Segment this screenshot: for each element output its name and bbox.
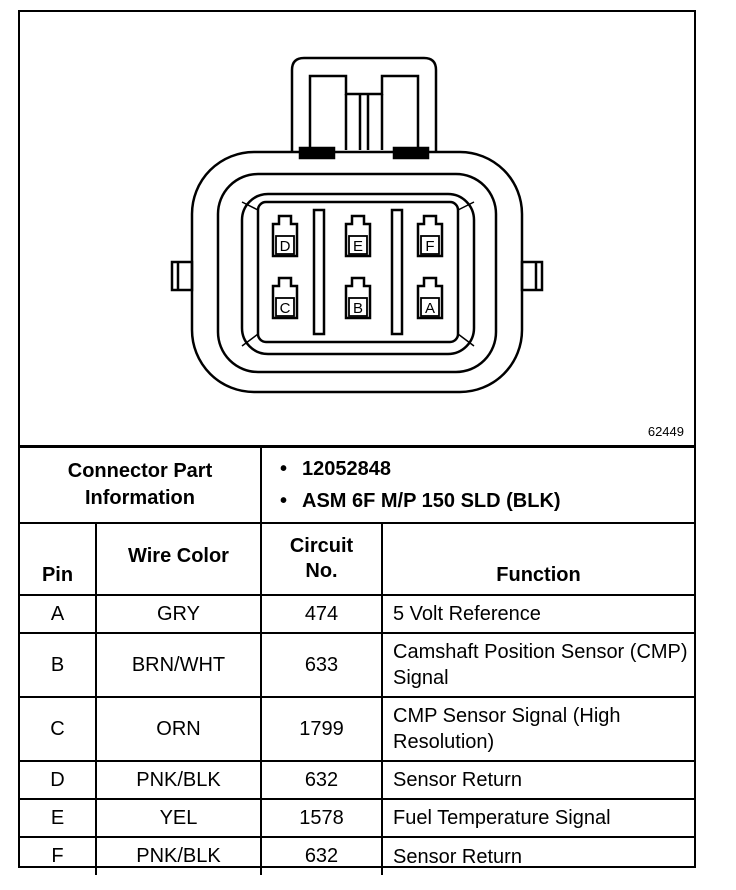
table-row: B BRN/WHT 633 Camshaft Position Sensor (… [20, 632, 694, 698]
table-row: A GRY 474 5 Volt Reference [20, 594, 694, 634]
function-cell: Fuel Temperature Signal [381, 798, 694, 838]
wire-color-cell: PNK/BLK [95, 836, 262, 875]
latch-tongue [344, 94, 384, 150]
part-description: ASM 6F M/P 150 SLD (BLK) [302, 485, 694, 517]
circuit-cell: 474 [260, 594, 383, 634]
pin-d-shape [271, 214, 299, 258]
pin-cell: F [20, 836, 97, 875]
table-row: F PNK/BLK 632 Sensor Return [20, 836, 694, 875]
connector-sheet: D E F C B A 62449 Connector Part Informa… [18, 10, 696, 875]
pin-cell: E [20, 798, 97, 838]
connector-part-info: 12052848 ASM 6F M/P 150 SLD (BLK) [260, 448, 694, 522]
pin-cell: B [20, 632, 97, 698]
pin-cell: A [20, 594, 97, 634]
housing-inner [240, 192, 476, 356]
function-cell: Sensor Return [381, 760, 694, 800]
wire-color-cell: BRN/WHT [95, 632, 262, 698]
pin-cell: D [20, 760, 97, 800]
side-tab-left [170, 260, 194, 292]
header-row: Pin Wire Color Circuit No. Function [20, 522, 694, 596]
function-cell: 5 Volt Reference [381, 594, 694, 634]
wire-color-cell: PNK/BLK [95, 760, 262, 800]
pin-f-shape [416, 214, 444, 258]
pin-label-f: F [425, 238, 434, 255]
latch-inner [308, 74, 420, 150]
pin-c-shape [271, 276, 299, 320]
connector-drawing: D E F C B A [170, 56, 544, 394]
header-circuit: Circuit No. [260, 522, 383, 596]
connector-figure: D E F C B A 62449 [20, 12, 694, 448]
pin-label-b: B [353, 300, 363, 317]
circuit-cell: 632 [260, 836, 383, 875]
connector-part-label: Connector Part Information [20, 448, 262, 522]
side-tab-right [520, 260, 544, 292]
separator-right [390, 208, 404, 336]
housing-middle [216, 172, 498, 374]
separator-left [312, 208, 326, 336]
latch-outer [290, 56, 438, 152]
wire-color-cell: GRY [95, 594, 262, 634]
header-wire-color: Wire Color [95, 522, 262, 596]
header-function: Function [381, 522, 694, 596]
function-cell: Sensor Return [381, 836, 694, 875]
part-number: 12052848 [302, 453, 694, 485]
circuit-cell: 1578 [260, 798, 383, 838]
circuit-cell: 1799 [260, 696, 383, 762]
table-row: C ORN 1799 CMP Sensor Signal (High Resol… [20, 696, 694, 762]
wire-color-cell: YEL [95, 798, 262, 838]
wire-color-cell: ORN [95, 696, 262, 762]
function-cell: Camshaft Position Sensor (CMP) Signal [381, 632, 694, 698]
table-row: E YEL 1578 Fuel Temperature Signal [20, 798, 694, 838]
circuit-cell: 633 [260, 632, 383, 698]
table-row: D PNK/BLK 632 Sensor Return [20, 760, 694, 800]
header-pin: Pin [20, 522, 97, 596]
pin-label-e: E [353, 238, 363, 255]
pin-cell: C [20, 696, 97, 762]
pin-b-shape [344, 276, 372, 320]
pinout-table: Connector Part Information 12052848 ASM … [20, 448, 694, 522]
pin-e-shape [344, 214, 372, 258]
pin-cavity [256, 200, 460, 344]
pin-a-shape [416, 276, 444, 320]
pinout-detail-table: Pin Wire Color Circuit No. Function A GR… [20, 522, 694, 875]
function-cell: CMP Sensor Signal (High Resolution) [381, 696, 694, 762]
pin-label-c: C [280, 300, 291, 317]
connector-info-row: Connector Part Information 12052848 ASM … [20, 448, 694, 522]
pin-label-d: D [280, 238, 291, 255]
circuit-cell: 632 [260, 760, 383, 800]
pin-label-a: A [425, 300, 435, 317]
figure-id: 62449 [647, 424, 684, 439]
